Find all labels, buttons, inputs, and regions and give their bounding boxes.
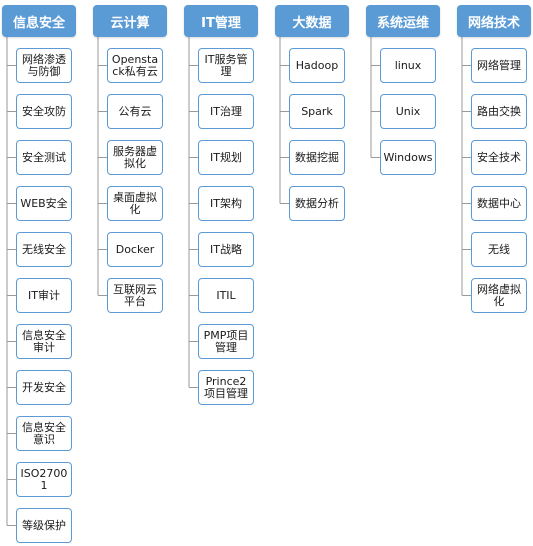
column-header-big-data: 大数据 <box>275 5 349 37</box>
column-header-sys-ops: 系统运维 <box>366 5 440 37</box>
column-header-network-tech: 网络技术 <box>457 5 531 37</box>
topic-box: 路由交换 <box>471 94 527 129</box>
topic-box: 安全攻防 <box>16 94 72 129</box>
topic-box: Windows <box>380 140 436 175</box>
topic-box: 公有云 <box>107 94 163 129</box>
topic-box: IT服务管理 <box>198 48 254 83</box>
topic-box: WEB安全 <box>16 186 72 221</box>
topic-box: Docker <box>107 232 163 267</box>
topic-box: 网络虚拟化 <box>471 278 527 313</box>
topic-box: ISO27001 <box>16 462 72 497</box>
topic-box: 等级保护 <box>16 508 72 543</box>
topic-box: 信息安全审计 <box>16 324 72 359</box>
topic-box: Spark <box>289 94 345 129</box>
topic-box: Unix <box>380 94 436 129</box>
topic-box: IT审计 <box>16 278 72 313</box>
column-header-info-security: 信息安全 <box>2 5 76 37</box>
topic-box: 数据分析 <box>289 186 345 221</box>
topic-box: IT战略 <box>198 232 254 267</box>
topic-box: Hadoop <box>289 48 345 83</box>
topic-box: 服务器虚拟化 <box>107 140 163 175</box>
topic-box: 无线安全 <box>16 232 72 267</box>
topic-box: linux <box>380 48 436 83</box>
topic-box: 开发安全 <box>16 370 72 405</box>
topic-box: 互联网云平台 <box>107 278 163 313</box>
topic-box: 安全测试 <box>16 140 72 175</box>
topic-box: 网络管理 <box>471 48 527 83</box>
topic-box: IT规划 <box>198 140 254 175</box>
topic-box: 网络渗透与防御 <box>16 48 72 83</box>
topic-box: 无线 <box>471 232 527 267</box>
topic-box: Openstack私有云 <box>107 48 163 83</box>
column-header-cloud-computing: 云计算 <box>93 5 167 37</box>
topic-box: ITIL <box>198 278 254 313</box>
topic-box: Prince2项目管理 <box>198 370 254 405</box>
topic-box: 安全技术 <box>471 140 527 175</box>
topic-box: PMP项目管理 <box>198 324 254 359</box>
topic-box: 数据中心 <box>471 186 527 221</box>
column-header-it-management: IT管理 <box>184 5 258 37</box>
topic-box: IT治理 <box>198 94 254 129</box>
topic-box: 数据挖掘 <box>289 140 345 175</box>
topic-box: IT架构 <box>198 186 254 221</box>
topic-box: 信息安全意识 <box>16 416 72 451</box>
topic-box: 桌面虚拟化 <box>107 186 163 221</box>
